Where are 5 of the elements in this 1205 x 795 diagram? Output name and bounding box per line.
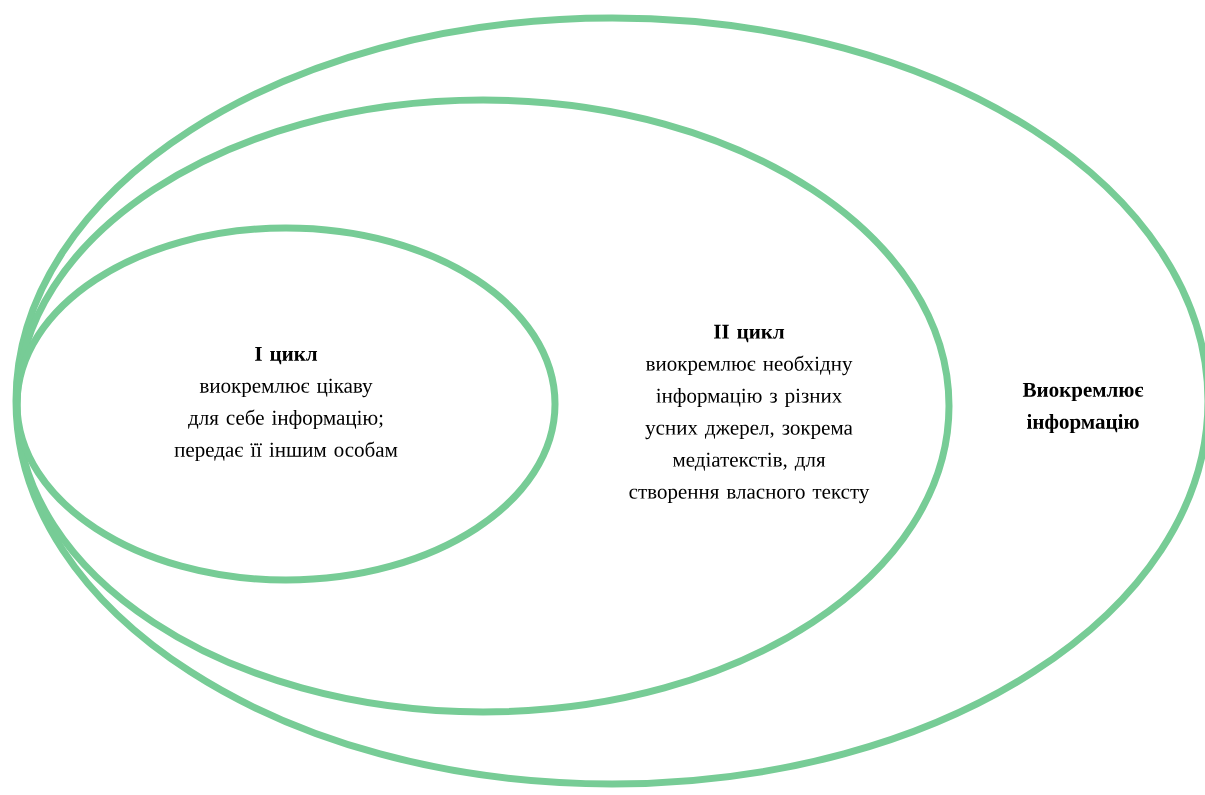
ellipse-label: Виокремлює інформацію <box>1022 382 1144 434</box>
ellipse <box>13 224 559 584</box>
ellipse-label: I цикл виокремлює цікаву для себе інформацію; передає її іншим особам <box>174 346 398 462</box>
ellipse <box>13 96 953 716</box>
ellipse-label: II цикл виокремлює необхідну інформацію з різних усних джерел, зокрема медіатекстів, для створення власного тексту <box>629 324 870 504</box>
